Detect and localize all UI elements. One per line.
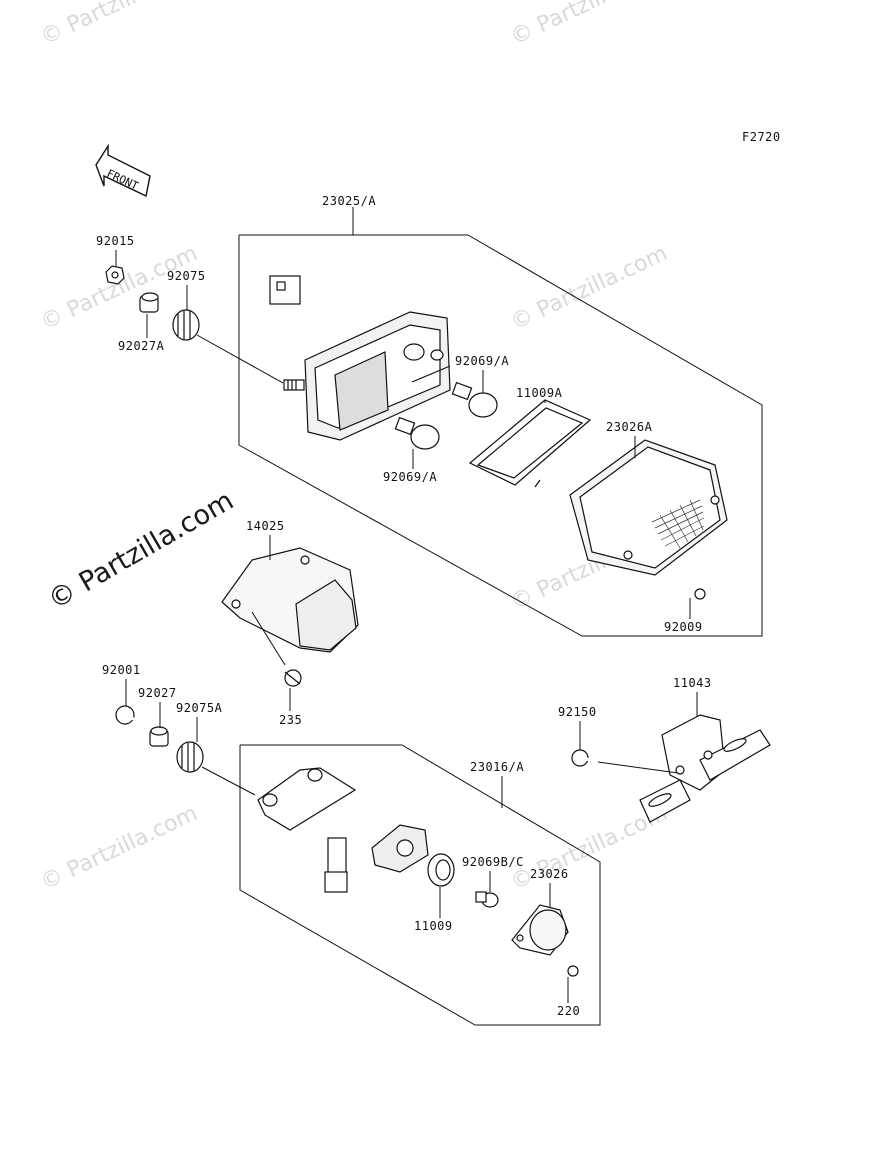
part-label-235: 235 (279, 713, 302, 727)
part-92027A-collar (139, 292, 159, 313)
watermark: © Partzilla.com (37, 801, 201, 895)
watermark: © Partzilla.com (507, 0, 671, 50)
figure-code: F2720 (742, 130, 781, 144)
part-11009-gasket (427, 853, 455, 887)
part-92027-collar (149, 726, 169, 747)
part-235-screw (284, 669, 302, 687)
part-label-11009: 11009 (414, 919, 453, 933)
part-label-11009A: 11009A (516, 386, 563, 400)
tail-light-housing (269, 275, 451, 441)
part-14025-cover (221, 547, 359, 653)
part-23026A-lens (569, 439, 728, 576)
part-92015-nut (105, 265, 125, 285)
part-label-23016A: 23016/A (470, 760, 524, 774)
watermark-main: © Partzilla.com (43, 485, 239, 616)
part-label-92075A: 92075A (176, 701, 223, 715)
part-92069A-bulb-top (451, 381, 498, 418)
part-label-92069A-top: 92069/A (455, 354, 509, 368)
assembly-outline-23016 (239, 744, 601, 1026)
part-92069A-bulb-bottom (394, 416, 440, 450)
part-label-92009: 92009 (664, 620, 703, 634)
part-label-92075: 92075 (167, 269, 206, 283)
watermark: © Partzilla.com (37, 0, 201, 50)
part-label-92150: 92150 (558, 705, 597, 719)
part-label-92069A-bottom: 92069/A (383, 470, 437, 484)
part-92150-bolt (571, 749, 599, 767)
part-label-92027A: 92027A (118, 339, 165, 353)
part-11043-bracket (639, 714, 771, 823)
part-label-92015: 92015 (96, 234, 135, 248)
part-92009-screw (675, 578, 706, 600)
part-92075-grommet (172, 309, 200, 341)
license-light-bracket (257, 767, 429, 893)
part-92001-bolt (115, 705, 147, 726)
part-label-92027: 92027 (138, 686, 177, 700)
part-23026-lens (511, 904, 569, 956)
part-label-23025A: 23025/A (322, 194, 376, 208)
part-92069BC-bulb (475, 891, 499, 908)
part-11009A-gasket (468, 399, 592, 488)
part-label-11043: 11043 (673, 676, 712, 690)
front-arrow-icon: FRONT (95, 143, 151, 198)
part-label-220: 220 (557, 1004, 580, 1018)
part-label-92001: 92001 (102, 663, 141, 677)
watermark: © Partzilla.com (507, 241, 671, 335)
part-label-23026A: 23026A (606, 420, 653, 434)
assembly-outline-23025 (238, 234, 763, 637)
part-92075A-grommet (176, 741, 204, 773)
part-label-23026: 23026 (530, 867, 569, 881)
part-220-screw (552, 960, 579, 977)
part-label-92069BC: 92069B/C (462, 855, 524, 869)
part-label-14025: 14025 (246, 519, 285, 533)
